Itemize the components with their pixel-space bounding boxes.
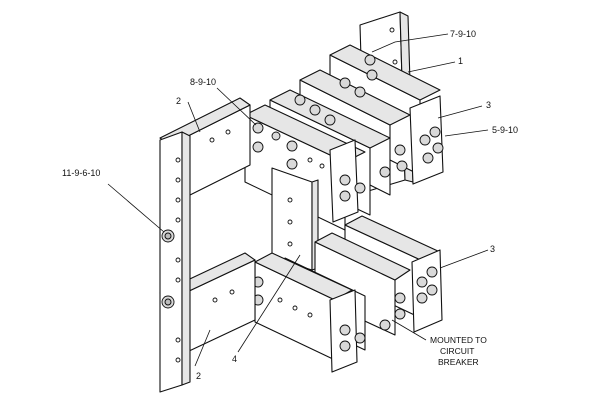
callout-3-top: 3 <box>486 100 491 110</box>
callout-4: 4 <box>232 354 237 364</box>
callout-8-9-10: 8-9-10 <box>190 77 216 87</box>
note-line-3: BREAKER <box>438 357 479 367</box>
lower-right-brackets <box>329 249 443 373</box>
callout-1: 1 <box>458 56 463 66</box>
note-line-1: MOUNTED TO <box>430 335 487 345</box>
note-line-2: CIRCUIT <box>440 346 474 356</box>
upper-bus-bar-stack <box>244 44 441 231</box>
callout-3-mid: 3 <box>490 244 495 254</box>
callout-5-9-10: 5-9-10 <box>492 125 518 135</box>
callout-labels: 7-9-10 1 8-9-10 2 3 5-9-10 11-9-6-10 3 4… <box>62 29 518 381</box>
left-vertical-support <box>159 131 191 393</box>
mounted-to-breaker-note: MOUNTED TO CIRCUIT BREAKER <box>430 335 487 367</box>
callout-2-bottom: 2 <box>196 371 201 381</box>
center-vertical-plate <box>271 167 319 271</box>
callout-7-9-10: 7-9-10 <box>450 29 476 39</box>
leader-lines <box>107 33 489 367</box>
callout-11-9-6-10: 11-9-6-10 <box>62 168 100 178</box>
upper-right-brackets <box>329 95 444 223</box>
left-mounting-bolts <box>161 229 175 309</box>
callout-2-top: 2 <box>176 96 181 106</box>
